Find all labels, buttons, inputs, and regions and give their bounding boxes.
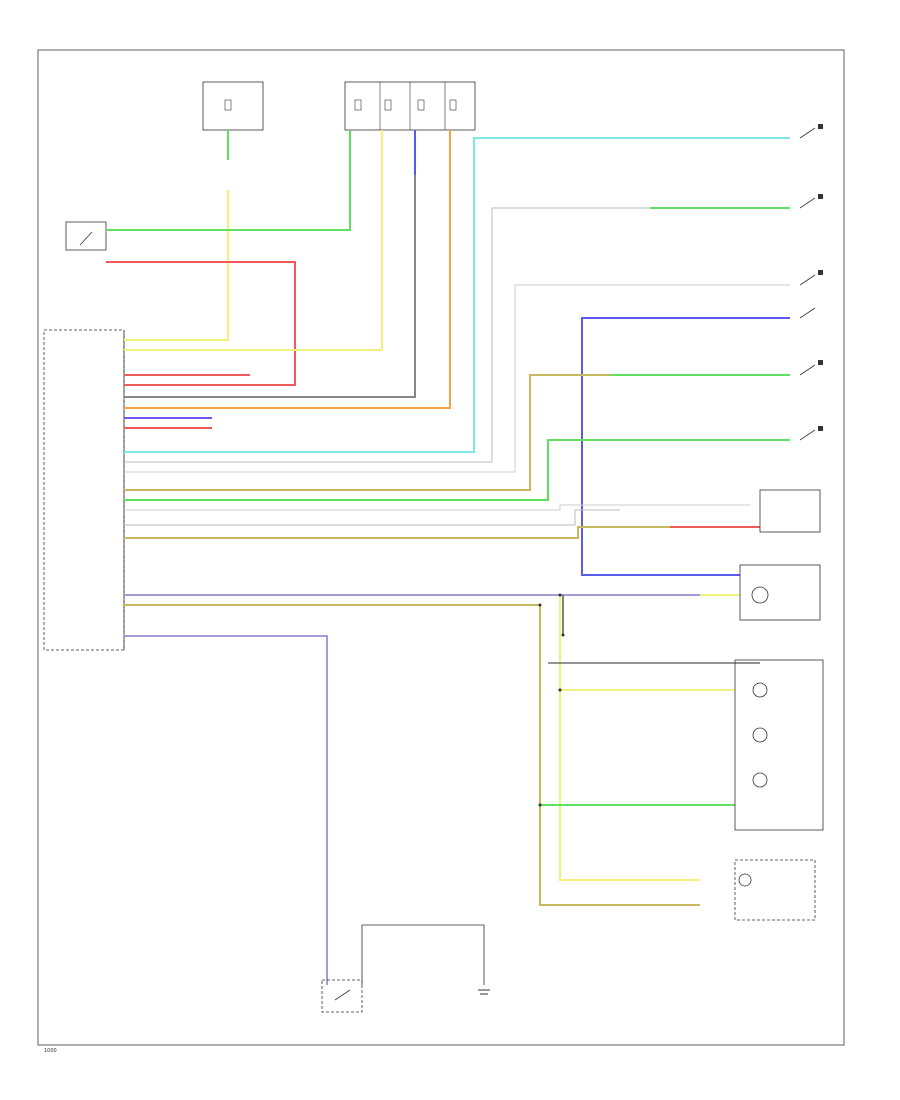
wire-ground: [361, 924, 485, 985]
wire-green-e: [124, 439, 790, 501]
wire-olive-c: [124, 604, 700, 906]
wire-orange-a: [124, 130, 451, 409]
switch-4: [799, 307, 816, 319]
switch-6: [799, 426, 823, 441]
wire-gray-a: [124, 175, 416, 398]
connector-dots: [538, 593, 565, 807]
switch-5: [799, 360, 823, 376]
bottom-switch: [321, 979, 363, 1013]
ground-symbol: [478, 989, 490, 995]
wire-yellow-b: [124, 130, 383, 351]
switch-2: [799, 194, 823, 209]
wire-purple-c: [124, 635, 328, 985]
lamp-2c: [752, 772, 768, 788]
door-switch-left: [65, 221, 107, 251]
footer-id: 1000: [44, 1048, 57, 1054]
diagram-frame: [37, 49, 845, 1046]
wire-yellow-a: [124, 190, 229, 341]
switch-1: [799, 124, 823, 139]
wire-red-a: [106, 261, 296, 386]
wire-blue-b: [581, 317, 790, 576]
wire-gray-c: [124, 284, 790, 473]
switch-3: [799, 270, 823, 286]
lamp-2b: [752, 727, 768, 743]
relay-box: [759, 489, 821, 533]
wire-olive-a: [124, 374, 610, 491]
wire-yellow-d: [559, 595, 700, 881]
lamp-box-2: [734, 659, 824, 831]
lamp-1: [751, 586, 769, 604]
wire-gray-d: [124, 504, 750, 511]
lamp-2a: [752, 682, 768, 698]
lamp-box-3: [734, 859, 816, 921]
wire-gray-b: [124, 207, 650, 463]
wire-olive-b: [124, 526, 670, 539]
lamp-3: [738, 873, 752, 887]
wire-green-b: [106, 130, 351, 231]
fuse-box-left: [202, 81, 264, 131]
wire-gray-e: [124, 509, 620, 526]
lamp-box-1: [739, 564, 821, 621]
wire-cyan: [124, 137, 790, 453]
control-unit: [43, 329, 125, 651]
